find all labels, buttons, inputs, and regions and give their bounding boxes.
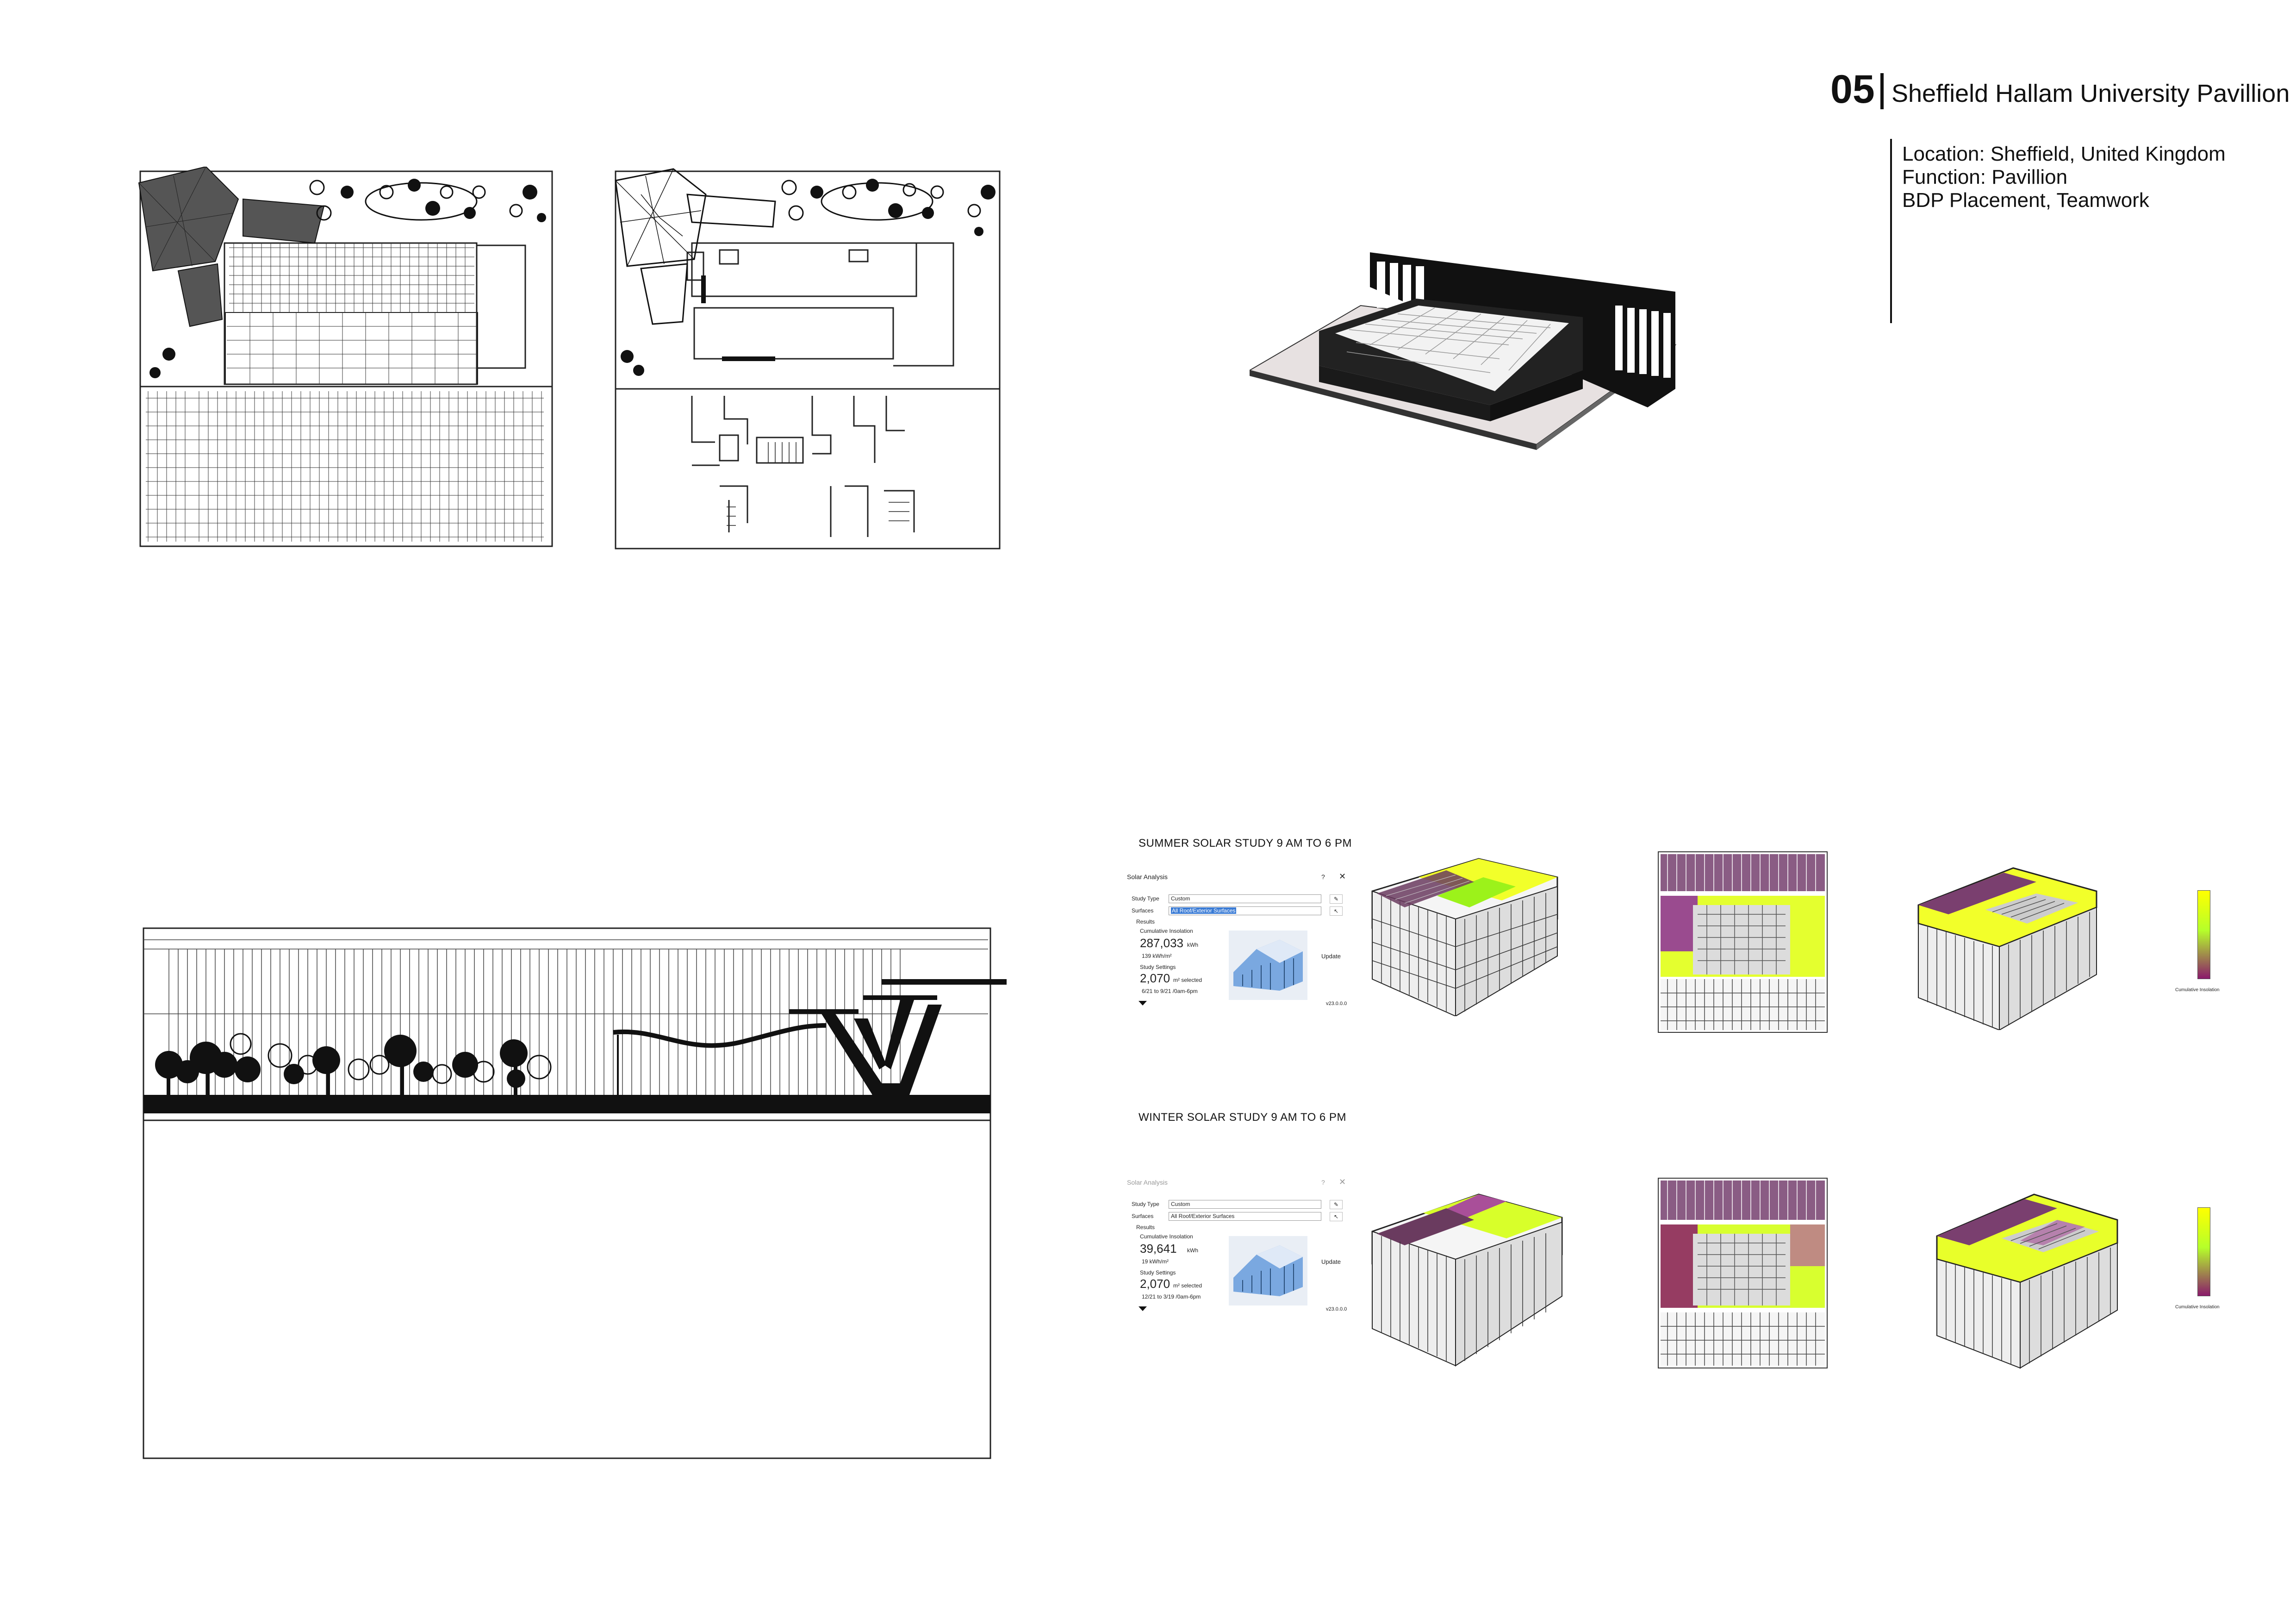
winter-solar-iso-1 [1363,1176,1585,1370]
meta-rule [1890,139,1892,323]
legend-caption: Cumulative Insolation [2175,1305,2220,1310]
date-range: 6/21 to 9/21 /0am-6pm [1142,988,1198,994]
pin-icon[interactable]: ✎ [1330,1200,1343,1209]
expand-arrow-icon[interactable] [1139,1001,1147,1006]
winter-solar-dialog: Solar Analysis ? ✕ Study Type Custom ✎ S… [1122,1176,1358,1315]
legend-color-bar [2197,1207,2210,1296]
legend-color-bar [2197,890,2210,979]
insolation-value: 39,641 [1140,1242,1177,1255]
area-value: 2,070 [1140,1277,1170,1291]
project-meta: Location: Sheffield, United Kingdom Func… [1902,143,2226,212]
date-range: 12/21 to 3/19 /0am-6pm [1142,1293,1201,1300]
update-button[interactable]: Update [1321,953,1341,960]
project-number: 05 [1830,67,1875,112]
surfaces-label: Surfaces [1132,1213,1154,1219]
winter-study-heading: WINTER SOLAR STUDY 9 AM TO 6 PM [1139,1111,1346,1124]
pin-icon[interactable]: ✎ [1330,894,1343,904]
per-area-value: 19 kWh/m² [1142,1258,1169,1265]
floor-plan-roof [137,167,555,549]
area-unit: m² selected [1173,1282,1202,1289]
project-title: Sheffield Hallam University Pavillion [1892,80,2290,107]
legend-caption: Cumulative Insolation [2175,987,2220,993]
cumulative-label: Cumulative Insolation [1140,1233,1193,1240]
close-icon[interactable]: ✕ [1339,1177,1346,1187]
surfaces-value: All Roof/Exterior Surfaces [1171,907,1237,914]
summer-legend: Cumulative Insolation [2166,877,2240,998]
area-value: 2,070 [1140,971,1170,985]
help-icon[interactable]: ? [1321,1179,1325,1186]
summer-solar-iso-2 [1911,854,2143,1030]
project-function: Function: Pavillion [1902,166,2068,188]
study-type-select[interactable]: Custom [1169,1200,1321,1209]
per-area-value: 139 kWh/m² [1142,953,1172,959]
settings-label: Study Settings [1140,1269,1176,1276]
area-unit: m² selected [1173,977,1202,983]
cumulative-label: Cumulative Insolation [1140,928,1193,934]
title-divider [1880,73,1884,109]
study-type-label: Study Type [1132,895,1159,902]
study-type-select[interactable]: Custom [1169,894,1321,903]
building-thumbnail [1229,1236,1307,1307]
results-label: Results [1136,1224,1155,1230]
winter-solar-plan [1656,1176,1829,1370]
close-icon[interactable]: ✕ [1339,872,1346,881]
summer-solar-dialog: Solar Analysis ? ✕ Study Type Custom ✎ S… [1122,870,1358,1009]
update-button[interactable]: Update [1321,1258,1341,1265]
surfaces-select[interactable]: All Roof/Exterior Surfaces [1169,1212,1321,1221]
summer-study-heading: SUMMER SOLAR STUDY 9 AM TO 6 PM [1139,837,1352,849]
winter-solar-iso-2 [1932,1176,2164,1370]
summer-solar-plan [1656,849,1829,1035]
project-location: Location: Sheffield, United Kingdom [1902,143,2226,165]
project-placement: BDP Placement, Teamwork [1902,189,2149,212]
study-type-label: Study Type [1132,1201,1159,1207]
cursor-icon[interactable]: ↖ [1330,1212,1343,1221]
site-section [141,926,1009,1461]
help-icon[interactable]: ? [1321,873,1325,881]
axonometric-view [1250,250,1682,463]
insolation-value: 287,033 [1140,936,1183,950]
building-thumbnail [1229,931,1307,1001]
winter-legend: Cumulative Insolation [2166,1194,2240,1315]
settings-label: Study Settings [1140,964,1176,970]
summer-solar-iso-1 [1363,849,1585,1016]
results-label: Results [1136,918,1155,925]
insolation-unit: kWh [1187,942,1198,948]
version-label: v23.0.0.0 [1326,1306,1347,1312]
cursor-icon[interactable]: ↖ [1330,906,1343,916]
dialog-title: Solar Analysis [1127,873,1168,881]
dialog-title: Solar Analysis [1127,1179,1168,1186]
version-label: v23.0.0.0 [1326,1001,1347,1006]
floor-plan-ground [613,167,1002,551]
insolation-unit: kWh [1187,1247,1198,1254]
expand-arrow-icon[interactable] [1139,1306,1147,1311]
surfaces-select[interactable]: All Roof/Exterior Surfaces [1169,906,1321,915]
surfaces-label: Surfaces [1132,907,1154,914]
